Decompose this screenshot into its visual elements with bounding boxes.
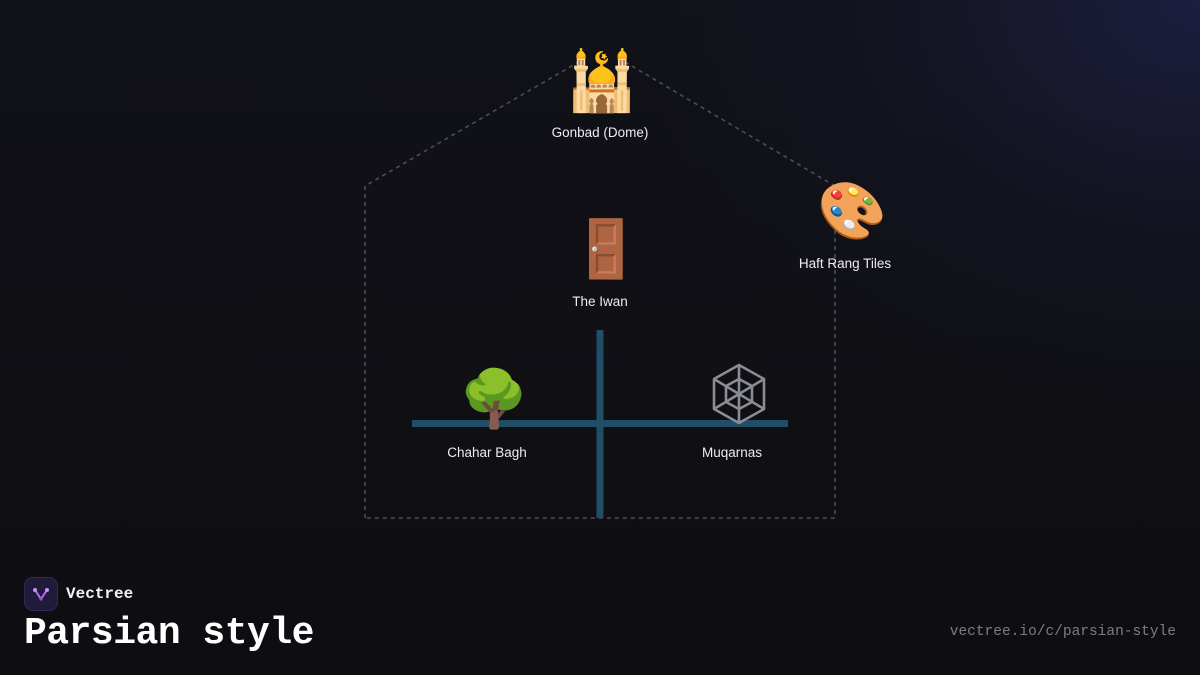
- node-label: Gonbad (Dome): [552, 125, 649, 140]
- node-haft-rang-tiles: 🎨 Haft Rang Tiles: [799, 177, 892, 271]
- garden-channel-vertical: [596, 330, 604, 518]
- house-outline: [364, 59, 583, 518]
- source-url[interactable]: vectree.io/c/parsian-style: [949, 624, 1176, 640]
- artist-palette-icon: 🎨: [817, 177, 887, 244]
- mosque-icon: 🕌: [566, 46, 638, 115]
- node-iwan: 🚪 The Iwan: [571, 217, 641, 309]
- node-label: Haft Rang Tiles: [799, 256, 892, 271]
- brand-name: Vectree: [66, 585, 134, 603]
- node-gonbad: 🕌 Gonbad (Dome): [552, 46, 649, 140]
- node-label: Muqarnas: [702, 445, 762, 460]
- node-chahar-bagh: 🌳 Chahar Bagh: [447, 365, 529, 460]
- door-icon: 🚪: [571, 217, 641, 282]
- spider-web-icon: [712, 363, 766, 425]
- page-title: Parsian style: [24, 612, 314, 655]
- node-label: Chahar Bagh: [447, 445, 527, 460]
- vectree-logo-icon: [24, 577, 58, 611]
- brand: Vectree: [24, 577, 133, 611]
- node-muqarnas: Muqarnas: [702, 363, 766, 460]
- node-label: The Iwan: [572, 294, 628, 309]
- deciduous-tree-icon: 🌳: [459, 365, 529, 432]
